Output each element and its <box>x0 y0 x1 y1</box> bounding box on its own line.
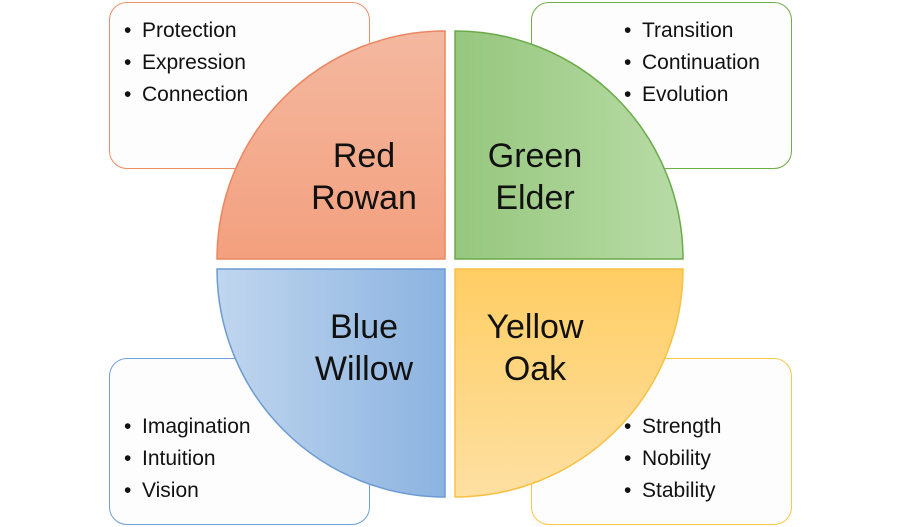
red-rowan-attribute-list: •Protection •Expression •Connection <box>124 15 248 111</box>
list-item: •Stability <box>624 479 716 502</box>
blue-label-line1: Blue <box>330 308 398 346</box>
elder-label-line2: Elder <box>495 179 574 217</box>
list-item: •Connection <box>124 83 249 106</box>
list-item: •Evolution <box>624 83 729 106</box>
list-item: •Protection <box>124 19 237 42</box>
list-item: •Vision <box>124 479 199 502</box>
blue-willow-quadrant <box>216 268 446 498</box>
list-item: •Nobility <box>624 447 711 470</box>
yellow-label-line1: Yellow <box>486 308 583 346</box>
yellow-oak-attribute-list: •Strength •Nobility •Stability <box>624 411 721 507</box>
red-label-line1: Red <box>333 137 395 175</box>
rowan-label-line2: Rowan <box>311 179 417 217</box>
list-item: •Transition <box>624 19 734 42</box>
willow-label-line2: Willow <box>315 350 414 388</box>
blue-willow-attribute-list: •Imagination •Intuition •Vision <box>124 411 251 507</box>
green-elder-quadrant <box>454 30 684 260</box>
list-item: •Imagination <box>124 415 251 438</box>
list-item: •Intuition <box>124 447 216 470</box>
yellow-oak-quadrant <box>454 268 684 498</box>
oak-label-line2: Oak <box>504 350 567 388</box>
list-item: •Continuation <box>624 51 760 74</box>
green-elder-attribute-list: •Transition •Continuation •Evolution <box>624 15 760 111</box>
list-item: •Strength <box>624 415 722 438</box>
red-rowan-quadrant <box>216 30 446 260</box>
list-item: •Expression <box>124 51 246 74</box>
green-label-line1: Green <box>488 137 583 175</box>
